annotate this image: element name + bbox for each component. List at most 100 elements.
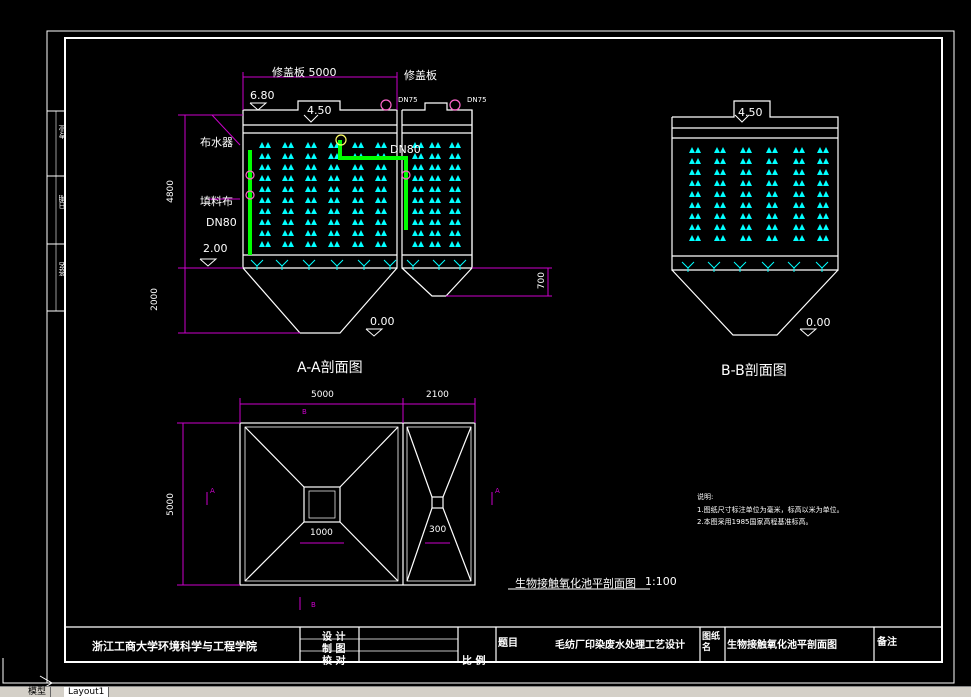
packing-element [793,169,799,175]
packing-element [720,169,726,175]
packing-element [334,230,340,236]
section-aa [242,100,473,334]
packing-element [793,180,799,186]
dimensions-plan [177,398,493,610]
packing-element [714,147,720,153]
packing-element [799,158,805,164]
plan-mark-a-left: A [210,487,215,495]
packing-element [282,197,288,203]
packing-element [772,158,778,164]
packing-element [435,175,441,181]
tb-draw: 制 图 [322,644,346,655]
aerator-icon [681,261,695,272]
packing-element [381,241,387,247]
packing-element [793,224,799,230]
packing-element [375,175,381,181]
side-strip-cell-2: 日期 [58,195,66,209]
level-000-label-bb: 0.00 [806,316,831,329]
packing-element [352,208,358,214]
packing-element [334,164,340,170]
packing-element [823,169,829,175]
elevation-marks [199,102,818,337]
packing-element [746,213,752,219]
packing-element [381,208,387,214]
packing-element [772,213,778,219]
packing-element [358,219,364,225]
packing-element [449,230,455,236]
side-strip-cell-1: 专业 [58,125,66,139]
packing-element [288,219,294,225]
packing-element [358,197,364,203]
packing-element [429,153,435,159]
packing-element [799,202,805,208]
packing-element [305,175,311,181]
packing-element [695,213,701,219]
packing-element [793,147,799,153]
plan-dim-1000: 1000 [310,528,333,538]
packing-element [746,202,752,208]
packing-element [311,186,317,192]
packing-element [746,224,752,230]
packing-element [823,147,829,153]
aerator-icon [357,259,371,270]
packing-element [455,241,461,247]
packing-element [352,219,358,225]
packing-element [740,202,746,208]
title-block [65,626,942,662]
packing-element [746,180,752,186]
packing-element [435,208,441,214]
packing-element [282,241,288,247]
packing-element [435,241,441,247]
aerator-icon [406,259,420,270]
packing-element [720,147,726,153]
packing-element [435,186,441,192]
tab-model[interactable]: 模型 [24,687,52,697]
packing-element [311,164,317,170]
packing-element [720,202,726,208]
packing-element [381,186,387,192]
notes-line-1: 1.图纸尺寸标注单位为毫米，标高以米为单位。 [697,506,844,514]
packing-element [265,164,271,170]
dn80-label: DN80 [206,216,237,229]
packing-element [328,208,334,214]
packing-element [429,186,435,192]
section-bb [671,100,839,336]
packing-element [412,164,418,170]
packing-element [288,241,294,247]
aerator-icon [787,261,801,272]
packing-element [288,230,294,236]
packing-element [358,208,364,214]
packing-element [435,219,441,225]
packing-element [381,230,387,236]
packing-element [305,197,311,203]
tab-layout1[interactable]: Layout1 [64,687,110,697]
packing-element [435,153,441,159]
aerator-icon [330,259,344,270]
packing-element [695,158,701,164]
packing-element [412,208,418,214]
water-distribution-pipe [248,140,408,255]
packing-element [334,241,340,247]
aerator-icon [275,259,289,270]
packing-element [305,142,311,148]
notes-line-2: 2.本图采用1985国家高程基准标高。 [697,518,813,526]
level-450-label-bb: 4.50 [738,106,763,119]
level-680-label: 6.80 [250,89,275,102]
dim-2000-label: 2000 [150,288,160,311]
packing-element [740,224,746,230]
packing-element [793,202,799,208]
packing-element [412,241,418,247]
packing-element [449,175,455,181]
packing-element [381,175,387,181]
packing-element [305,241,311,247]
packing-element [695,224,701,230]
dn75-label-b: DN75 [467,96,487,104]
packing-element [823,235,829,241]
cover-plate-label-aa: 修盖板 5000 [272,66,337,79]
packing-element [358,186,364,192]
packing-element [695,180,701,186]
packing-element [817,235,823,241]
packing-element [772,235,778,241]
packing-element [793,235,799,241]
